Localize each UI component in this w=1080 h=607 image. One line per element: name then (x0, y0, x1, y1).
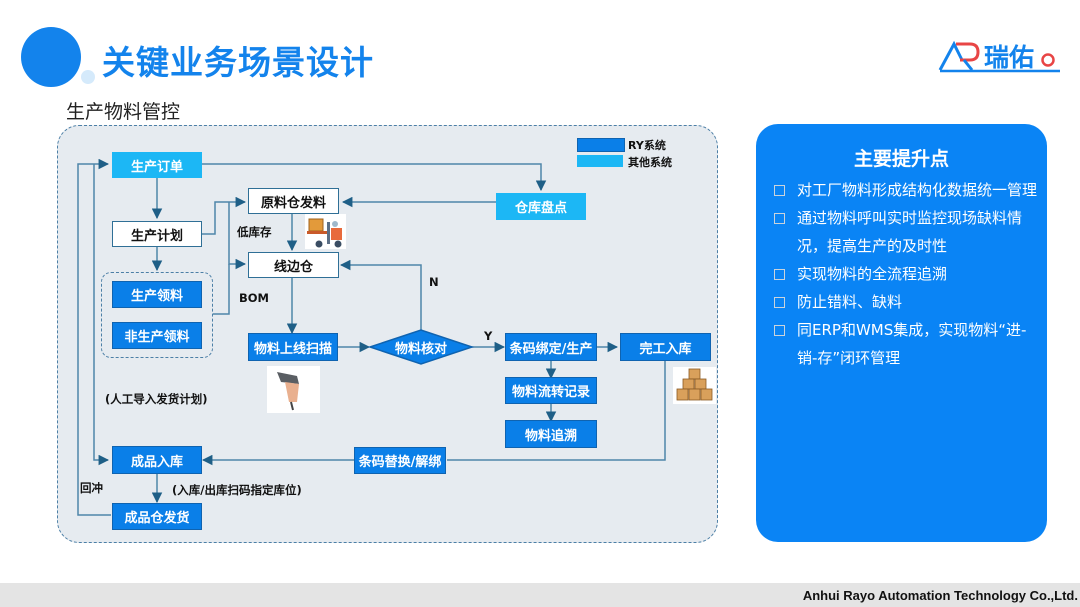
forklift-icon (307, 218, 342, 248)
improvement-text: 实现物料的全流程追溯 (797, 265, 948, 283)
node-finished-shipping[interactable]: 成品仓发货 (112, 503, 202, 530)
node-raw-material-issue[interactable]: 原料仓发料 (248, 188, 339, 214)
connector-order-to-count (202, 163, 547, 192)
checkbox-bullet-icon (774, 297, 785, 308)
improvement-item: 通过物料呼叫实时监控现场缺料情况，提高生产的及时性 (774, 204, 1039, 260)
improvement-text: 对工厂物料形成结构化数据统一管理 (797, 181, 1038, 199)
connector-plan-to-raw (201, 196, 247, 235)
checkbox-bullet-icon (774, 325, 785, 336)
decorative-circle-large (21, 27, 81, 87)
node-material-online-scan[interactable]: 物料上线扫描 (248, 333, 338, 361)
connector-picking-to-line (213, 264, 230, 315)
picking-group (101, 272, 213, 358)
barcode-scanner-image (267, 366, 320, 413)
checkbox-bullet-icon (774, 269, 785, 280)
node-line-side-store[interactable]: 线边仓 (248, 252, 339, 278)
forklift-image (305, 214, 346, 249)
legend-label-ry: RY系统 (628, 139, 666, 152)
label-no: N (429, 275, 439, 289)
improvement-item: 实现物料的全流程追溯 (774, 260, 1039, 288)
label-low-stock: 低库存 (237, 225, 272, 239)
node-production-order[interactable]: 生产订单 (112, 152, 202, 178)
improvement-item: 同ERP和WMS集成，实现物料“进-销-存”闭环管理 (774, 316, 1039, 372)
decorative-circle-small (81, 70, 95, 84)
improvements-panel: 主要提升点 对工厂物料形成结构化数据统一管理 通过物料呼叫实时监控现场缺料情况，… (756, 124, 1047, 542)
improvement-text: 防止错料、缺料 (797, 293, 903, 311)
connector-check-no-to-line (339, 259, 422, 331)
label-bom: BOM (239, 291, 269, 305)
checkbox-bullet-icon (774, 185, 785, 196)
company-logo: 瑞佑 (938, 36, 1063, 76)
legend-swatch-ry (577, 138, 625, 152)
decision-diamond (367, 329, 475, 365)
node-barcode-binding[interactable]: 条码绑定/生产 (505, 333, 597, 361)
label-manual-import: (人工导入发货计划) (105, 392, 208, 406)
node-barcode-replace[interactable]: 条码替换/解绑 (354, 447, 446, 474)
improvement-text: 通过物料呼叫实时监控现场缺料情况，提高生产的及时性 (797, 209, 1023, 255)
stacked-boxes-icon (676, 368, 713, 401)
node-material-flow-record[interactable]: 物料流转记录 (505, 377, 597, 404)
legend-swatch-other (577, 155, 623, 167)
improvements-list: 对工厂物料形成结构化数据统一管理 通过物料呼叫实时监控现场缺料情况，提高生产的及… (774, 176, 1039, 372)
connector-backflush-loop (77, 158, 111, 516)
node-finished-stock-in[interactable]: 成品入库 (112, 446, 202, 474)
label-backflush: 回冲 (80, 481, 103, 495)
node-production-picking[interactable]: 生产领料 (112, 281, 202, 308)
footer-band (0, 583, 1080, 607)
legend-label-other: 其他系统 (628, 156, 672, 169)
improvements-title: 主要提升点 (853, 148, 949, 170)
logo-text: 瑞佑 (984, 43, 1034, 72)
checkbox-bullet-icon (774, 213, 785, 224)
label-yes: Y (484, 329, 493, 343)
logo-mark-icon: 瑞佑 (938, 40, 1060, 73)
page-title: 关键业务场景设计 (102, 43, 374, 82)
connector-complete-to-replace (447, 361, 666, 461)
connector-manual-import (93, 164, 110, 466)
label-scan-location: (入库/出库扫码指定库位) (172, 483, 302, 497)
improvement-text: 同ERP和WMS集成，实现物料“进-销-存”闭环管理 (797, 321, 1027, 367)
barcode-scanner-icon (277, 372, 299, 411)
footer-company-name: Anhui Rayo Automation Technology Co.,Ltd… (802, 588, 1078, 603)
node-material-check[interactable]: 物料核对 (394, 341, 447, 357)
section-subtitle: 生产物料管控 (66, 101, 181, 123)
node-completion-stock-in[interactable]: 完工入库 (620, 333, 711, 361)
node-non-production-picking[interactable]: 非生产领料 (112, 322, 202, 349)
node-warehouse-count[interactable]: 仓库盘点 (496, 193, 586, 220)
improvement-item: 防止错料、缺料 (774, 288, 1039, 316)
stacked-boxes-image (673, 367, 716, 404)
node-production-plan[interactable]: 生产计划 (112, 221, 202, 247)
improvement-item: 对工厂物料形成结构化数据统一管理 (774, 176, 1039, 204)
node-material-trace[interactable]: 物料追溯 (505, 420, 597, 448)
